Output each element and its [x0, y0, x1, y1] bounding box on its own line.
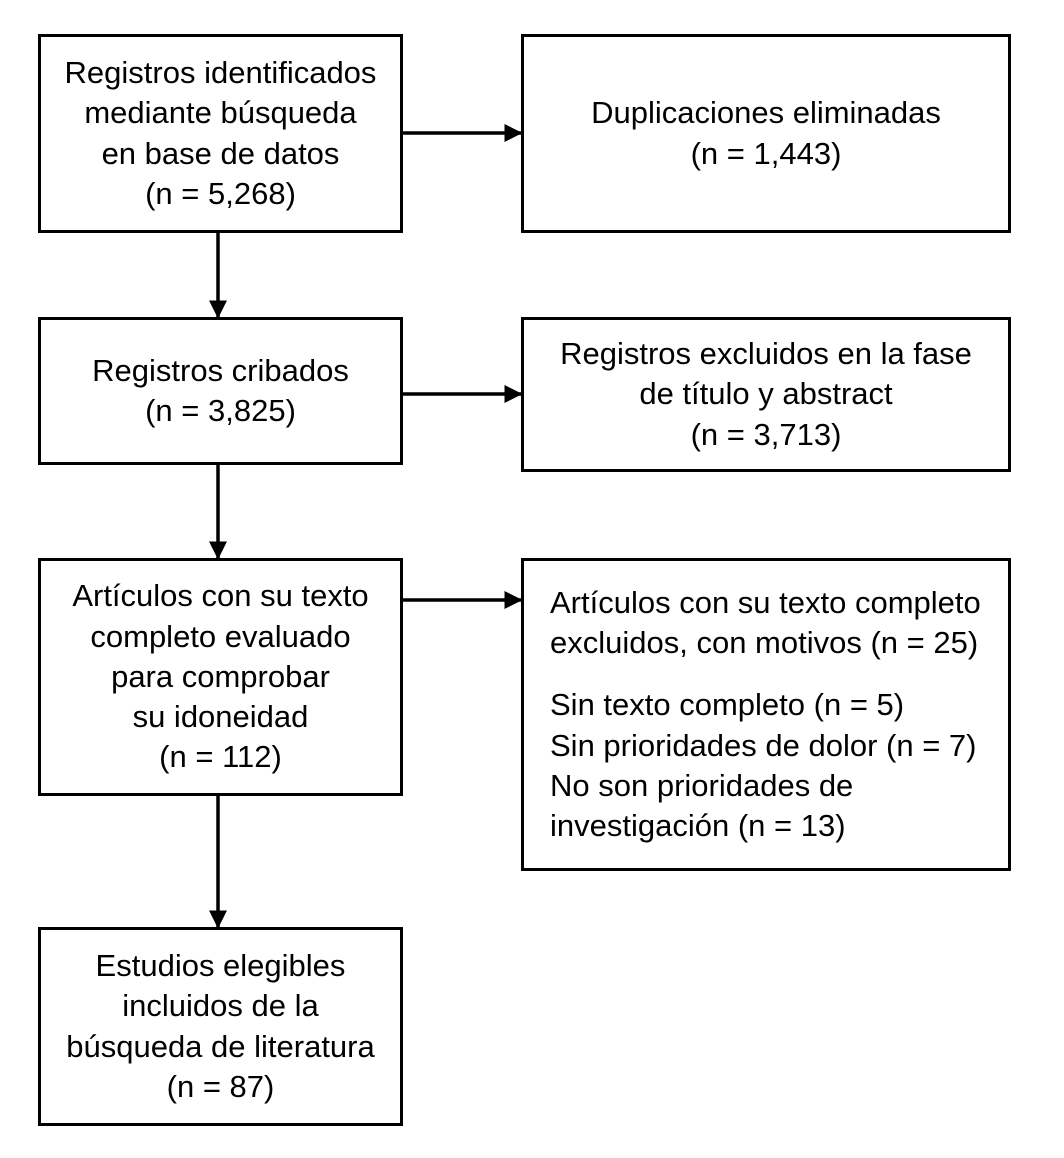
box-count-label: (n = 5,268): [145, 175, 296, 211]
box-line: Artículos con su texto completo: [550, 584, 981, 620]
box-line: Estudios elegibles: [95, 947, 346, 983]
box-count-label: (n = 3,825): [145, 393, 296, 428]
box-line: búsqueda de literatura: [66, 1028, 375, 1064]
box-line: en base de datos: [101, 135, 340, 171]
exclusion-reason-item: Sin texto completo (n = 5): [550, 687, 905, 723]
box-fulltext-assessed: Artículos con su texto completo evaluado…: [38, 558, 403, 796]
box-line: mediante búsqueda: [84, 95, 357, 131]
box-line: Duplicaciones eliminadas: [591, 95, 941, 131]
box-count-label: (n = 87): [166, 1068, 275, 1104]
box-count-label: (n = 3,713): [690, 416, 842, 452]
box-line: Registros identificados: [64, 54, 377, 90]
box-line: de título y abstract: [639, 376, 893, 412]
exclusion-reason-item: Sin prioridades de dolor (n = 7): [550, 727, 977, 763]
box-records-screened: Registros cribados (n = 3,825): [38, 317, 403, 465]
box-count-label: excluidos, con motivos (n = 25): [550, 624, 979, 660]
box-line: Artículos con su texto: [72, 578, 369, 614]
box-line: incluidos de la: [122, 988, 319, 1024]
box-line: para comprobar: [111, 658, 330, 694]
box-line: Registros cribados: [92, 352, 349, 388]
exclusion-reason-item: No son prioridades de: [550, 767, 854, 803]
box-fulltext-excluded-with-reasons: Artículos con su texto completo excluido…: [521, 558, 1011, 871]
box-duplicates-removed: Duplicaciones eliminadas (n = 1,443): [521, 34, 1011, 233]
box-records-excluded-title-abstract: Registros excluidos en la fase de título…: [521, 317, 1011, 472]
box-count-label: (n = 112): [159, 739, 282, 775]
box-line: Registros excluidos en la fase: [560, 336, 972, 372]
box-line: completo evaluado: [90, 618, 351, 654]
exclusion-reason-item: investigación (n = 13): [550, 808, 846, 844]
box-included-studies: Estudios elegibles incluidos de la búsqu…: [38, 927, 403, 1126]
box-records-identified: Registros identificados mediante búsqued…: [38, 34, 403, 233]
box-line: su idoneidad: [132, 699, 309, 735]
box-count-label: (n = 1,443): [690, 135, 842, 171]
